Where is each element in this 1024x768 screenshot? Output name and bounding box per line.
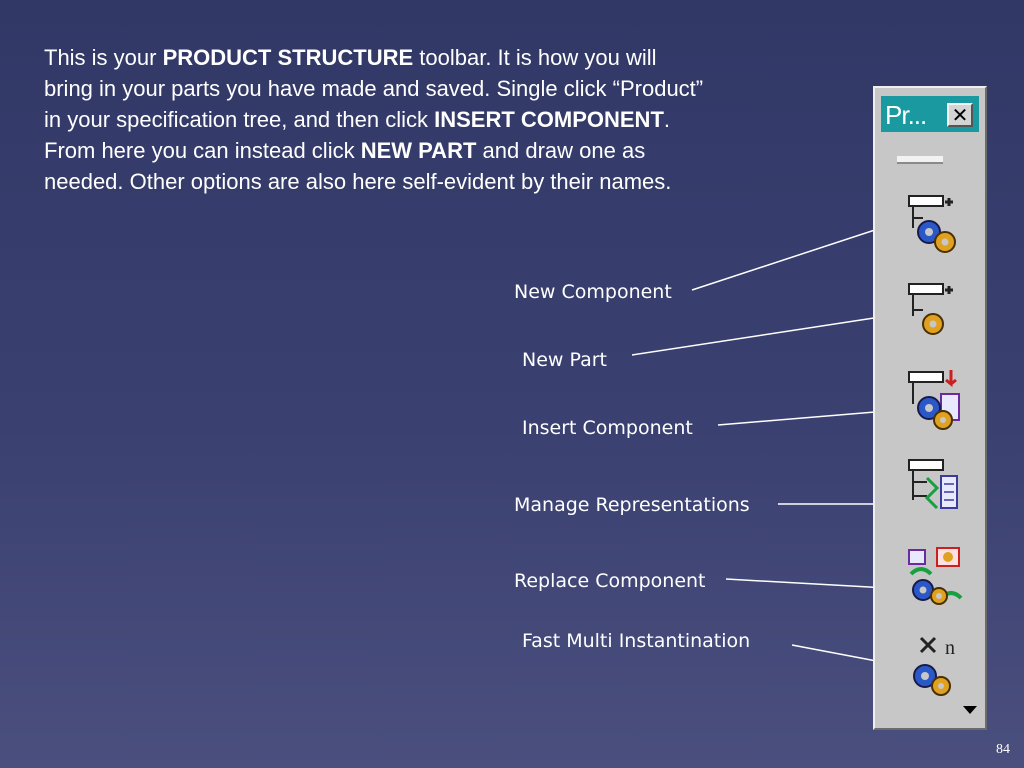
insert-component-button[interactable]: [901, 364, 971, 440]
new-part-icon: [908, 283, 953, 335]
leader-new-part: [631, 315, 888, 356]
intro-text: This is your: [44, 45, 163, 70]
page-number: 84: [996, 742, 1010, 757]
label-manage-representations: Manage Representations: [514, 494, 750, 516]
close-button[interactable]: ✕: [947, 103, 973, 127]
manage-representations-icon: [908, 459, 958, 510]
intro-text: toolbar. It is how you will bring in you…: [44, 45, 704, 132]
label-replace-component: Replace Component: [514, 570, 706, 592]
replace-component-button[interactable]: [901, 540, 971, 616]
manage-representations-button[interactable]: [901, 452, 971, 528]
new-component-icon: [908, 195, 956, 253]
toolbar-grip-handle[interactable]: [897, 156, 943, 164]
product-structure-toolbar[interactable]: Pr... ✕: [873, 86, 987, 730]
label-new-part: New Part: [522, 349, 607, 371]
toolbar-title: Pr...: [885, 100, 927, 130]
insert-component-icon: [908, 370, 960, 430]
toolbar-scroll-down-arrow[interactable]: [963, 706, 977, 714]
leader-new-component: [691, 225, 888, 291]
fast-multi-instantiation-icon: n: [913, 636, 955, 696]
leader-insert-component: [717, 410, 888, 426]
intro-bold-new-part: NEW PART: [360, 138, 477, 163]
toolbar-titlebar[interactable]: Pr... ✕: [881, 96, 979, 132]
replace-component-icon: [908, 547, 963, 605]
intro-text: and draw one as needed. Other options ar…: [44, 138, 672, 194]
intro-paragraph: This is your PRODUCT STRUCTURE toolbar. …: [44, 42, 704, 197]
intro-text: . From here you can instead click: [44, 107, 671, 163]
new-part-button[interactable]: [901, 276, 971, 352]
intro-bold-insert-component: INSERT COMPONENT: [434, 107, 664, 132]
label-new-component: New Component: [514, 281, 672, 303]
label-fast-multi-instantiation: Fast Multi Instantination: [522, 630, 751, 652]
new-component-button[interactable]: [901, 188, 971, 264]
leader-replace-component: [725, 578, 888, 589]
label-insert-component: Insert Component: [522, 417, 693, 439]
multi-suffix-text: n: [945, 637, 955, 659]
intro-bold-product-structure: PRODUCT STRUCTURE: [162, 45, 414, 70]
fast-multi-instantiation-button[interactable]: n: [901, 628, 971, 704]
